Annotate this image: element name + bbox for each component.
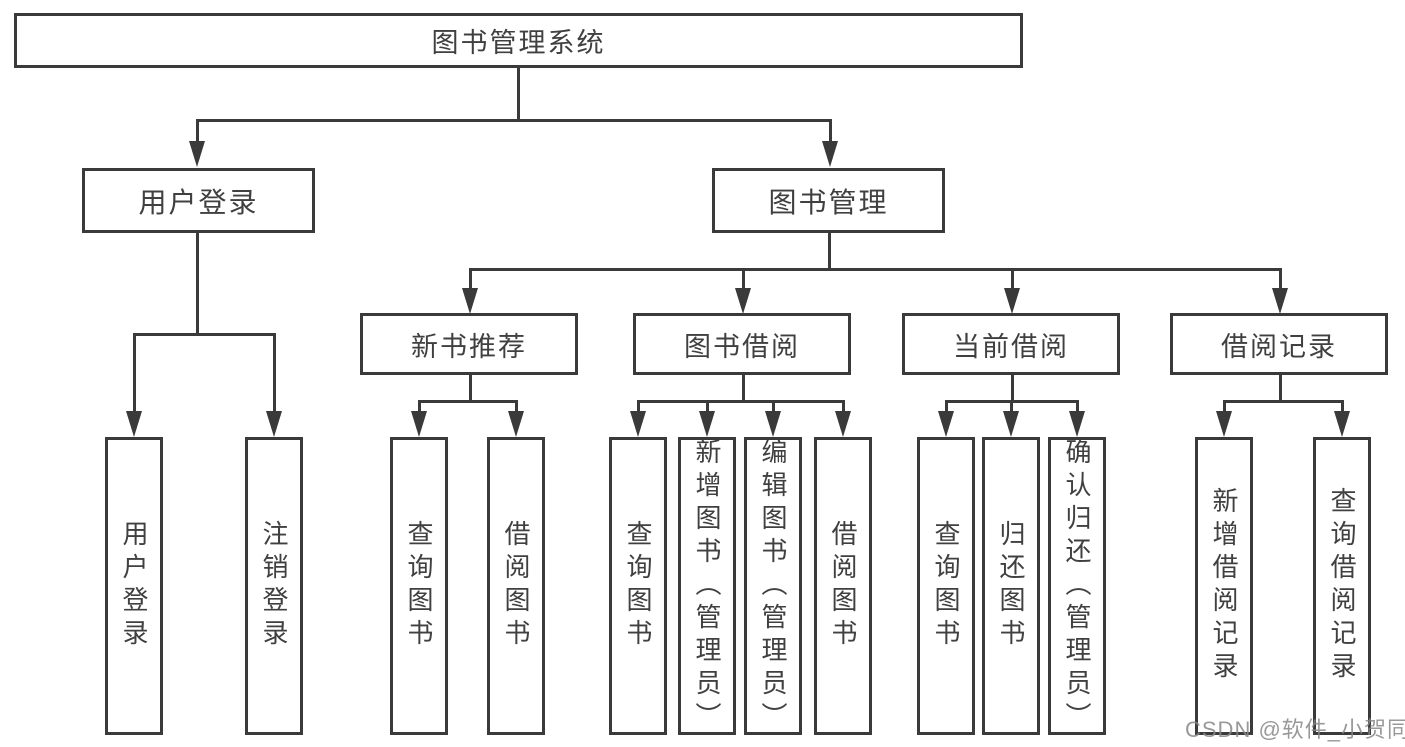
- leaf-label: 查询图书: [404, 520, 434, 652]
- arrow-down-icon: [1216, 411, 1232, 437]
- connector-line: [828, 231, 831, 271]
- leaf-label: 借阅图书: [828, 520, 858, 652]
- connector-line: [637, 400, 640, 413]
- leaf-edit-book-admin: 编辑图书（管理员）: [744, 437, 802, 735]
- node-current-borrowing: 当前借阅: [902, 313, 1120, 375]
- node-new-book-recommend: 新书推荐: [360, 313, 578, 375]
- leaf-user-login: 用户登录: [105, 437, 163, 735]
- connector-line: [418, 400, 518, 403]
- connector-line: [637, 400, 845, 403]
- connector-line: [133, 333, 136, 413]
- connector-line: [1279, 375, 1282, 403]
- arrow-down-icon: [630, 411, 646, 437]
- arrow-down-icon: [411, 411, 427, 437]
- node-book-management: 图书管理: [712, 168, 945, 233]
- leaf-label: 借阅图书: [501, 520, 531, 652]
- node-user-login: 用户登录: [82, 168, 315, 233]
- arrow-down-icon: [1069, 411, 1085, 437]
- connector-line: [772, 400, 775, 413]
- arrow-down-icon: [822, 141, 838, 167]
- connector-line: [517, 66, 520, 120]
- connector-line: [945, 400, 948, 413]
- connector-line: [1076, 400, 1079, 413]
- arrow-down-icon: [1003, 411, 1019, 437]
- leaf-logout: 注销登录: [245, 437, 303, 735]
- leaf-label: 查询借阅记录: [1327, 487, 1357, 685]
- arrow-down-icon: [462, 288, 478, 314]
- leaf-query-books-recommend: 查询图书: [390, 437, 448, 735]
- arrow-down-icon: [735, 288, 751, 314]
- connector-line: [1279, 268, 1282, 290]
- connector-line: [1010, 400, 1013, 413]
- connector-line: [196, 119, 199, 144]
- leaf-label: 用户登录: [119, 520, 149, 652]
- leaf-borrow-books: 借阅图书: [814, 437, 872, 735]
- arrow-down-icon: [1272, 288, 1288, 314]
- arrow-down-icon: [189, 141, 205, 167]
- connector-line: [742, 268, 745, 290]
- connector-line: [418, 400, 421, 413]
- arrow-down-icon: [126, 411, 142, 437]
- leaf-add-borrow-record: 新增借阅记录: [1195, 437, 1253, 735]
- leaf-query-books-current: 查询图书: [917, 437, 975, 735]
- leaf-return-book: 归还图书: [982, 437, 1040, 735]
- arrow-down-icon: [1334, 411, 1350, 437]
- leaf-add-book-admin: 新增图书（管理员）: [678, 437, 736, 735]
- connector-line: [1223, 400, 1344, 403]
- leaf-label: 确认归还（管理员）: [1062, 437, 1092, 735]
- connector-line: [842, 400, 845, 413]
- leaf-label: 查询图书: [931, 520, 961, 652]
- arrow-down-icon: [508, 411, 524, 437]
- leaf-label: 注销登录: [259, 520, 289, 652]
- connector-line: [469, 268, 1282, 271]
- connector-line: [469, 375, 472, 403]
- connector-line: [515, 400, 518, 413]
- leaf-confirm-return-admin: 确认归还（管理员）: [1048, 437, 1106, 735]
- connector-line: [133, 333, 276, 336]
- leaf-label: 编辑图书（管理员）: [758, 437, 788, 735]
- arrow-down-icon: [835, 411, 851, 437]
- leaf-label: 查询图书: [623, 520, 653, 652]
- connector-line: [742, 375, 745, 403]
- connector-line: [196, 119, 832, 122]
- leaf-query-borrow-record: 查询借阅记录: [1313, 437, 1371, 735]
- node-book-borrowing: 图书借阅: [633, 313, 851, 375]
- leaf-borrow-books-recommend: 借阅图书: [487, 437, 545, 735]
- csdn-watermark: CSDN @软件_小贺同学: [1185, 717, 1405, 742]
- connector-line: [829, 119, 832, 144]
- node-library-management-system: 图书管理系统: [14, 13, 1023, 68]
- connector-line: [1341, 400, 1344, 413]
- leaf-label: 归还图书: [996, 520, 1026, 652]
- connector-line: [1011, 375, 1014, 403]
- connector-line: [469, 268, 472, 290]
- connector-line: [706, 400, 709, 413]
- arrow-down-icon: [765, 411, 781, 437]
- connector-line: [196, 231, 199, 336]
- arrow-down-icon: [699, 411, 715, 437]
- arrow-down-icon: [1004, 288, 1020, 314]
- connector-line: [1223, 400, 1226, 413]
- node-borrow-records: 借阅记录: [1170, 313, 1388, 375]
- arrow-down-icon: [938, 411, 954, 437]
- connector-line: [273, 333, 276, 413]
- leaf-query-books-borrow: 查询图书: [609, 437, 667, 735]
- arrow-down-icon: [266, 411, 282, 437]
- connector-line: [1011, 268, 1014, 290]
- leaf-label: 新增借阅记录: [1209, 487, 1239, 685]
- leaf-label: 新增图书（管理员）: [692, 437, 722, 735]
